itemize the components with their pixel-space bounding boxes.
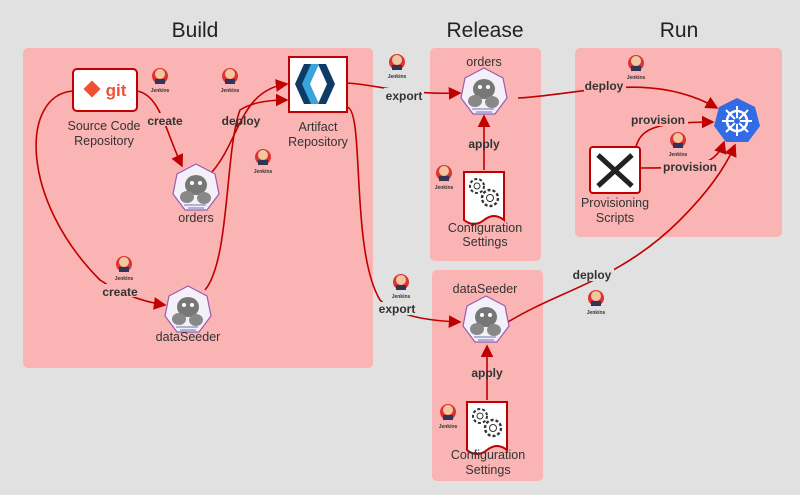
node-label: orders: [466, 55, 501, 69]
node-label: Provisioning: [581, 196, 649, 210]
artifact-repo-label: Artifact: [299, 120, 338, 134]
edge-label-deploy: deploy: [585, 79, 624, 93]
build-orders-node: orders: [172, 163, 220, 225]
jenkins-label: Jenkins: [388, 74, 407, 80]
git-icon: [83, 80, 101, 98]
edge-label-apply: apply: [471, 366, 503, 380]
source-repo-label: Repository: [74, 134, 134, 148]
release-orders-panel: [430, 48, 541, 261]
jenkins-label: Jenkins: [439, 424, 458, 430]
node-label: Configuration: [448, 221, 522, 235]
jenkins-label: Jenkins: [151, 88, 170, 94]
jenkins-label: Jenkins: [669, 152, 688, 158]
jenkins-label: Jenkins: [392, 294, 411, 300]
build-dataseeder-node: dataSeeder: [156, 285, 221, 344]
release-dataseeder-node: dataSeeder: [453, 282, 518, 343]
release-title: Release: [446, 19, 523, 42]
jenkins-label: Jenkins: [221, 88, 240, 94]
source-repo-label: Source Code: [68, 119, 141, 133]
jenkins-label: Jenkins: [254, 169, 273, 175]
edge-label-create: create: [102, 285, 138, 299]
jenkins-label: Jenkins: [587, 310, 606, 316]
tools-icon: [596, 153, 634, 188]
run-title: Run: [660, 19, 699, 42]
jenkins-label: Jenkins: [115, 276, 134, 282]
artifact-repo-icon: [295, 64, 335, 104]
edge-label-export: export: [379, 302, 416, 316]
edge-label-provision: provision: [631, 113, 685, 127]
node-label: Settings: [462, 235, 507, 249]
release-orders-node: orders: [460, 55, 508, 115]
node-label: Scripts: [596, 211, 634, 225]
edge-label-provision: provision: [663, 160, 717, 174]
node-label: dataSeeder: [156, 330, 221, 344]
jenkins-label: Jenkins: [435, 185, 454, 191]
edge-label-apply: apply: [468, 137, 500, 151]
node-label: dataSeeder: [453, 282, 518, 296]
edge-label-deploy: deploy: [573, 268, 612, 282]
kubernetes-icon: [714, 98, 760, 142]
node-label: Configuration: [451, 448, 525, 462]
edge-label-create: create: [147, 114, 183, 128]
artifact-repo-label: Repository: [288, 135, 348, 149]
jenkins-label: Jenkins: [627, 75, 646, 81]
node-label: Settings: [465, 463, 510, 477]
build-title: Build: [172, 19, 219, 42]
node-label: orders: [178, 211, 213, 225]
edge-label-export: export: [386, 89, 423, 103]
jenkins-labels: Jenkins Jenkins Jenkins Jenkins Jenkins …: [115, 74, 688, 430]
edge-label-deploy: deploy: [222, 114, 261, 128]
git-logo-text: git: [106, 81, 127, 100]
